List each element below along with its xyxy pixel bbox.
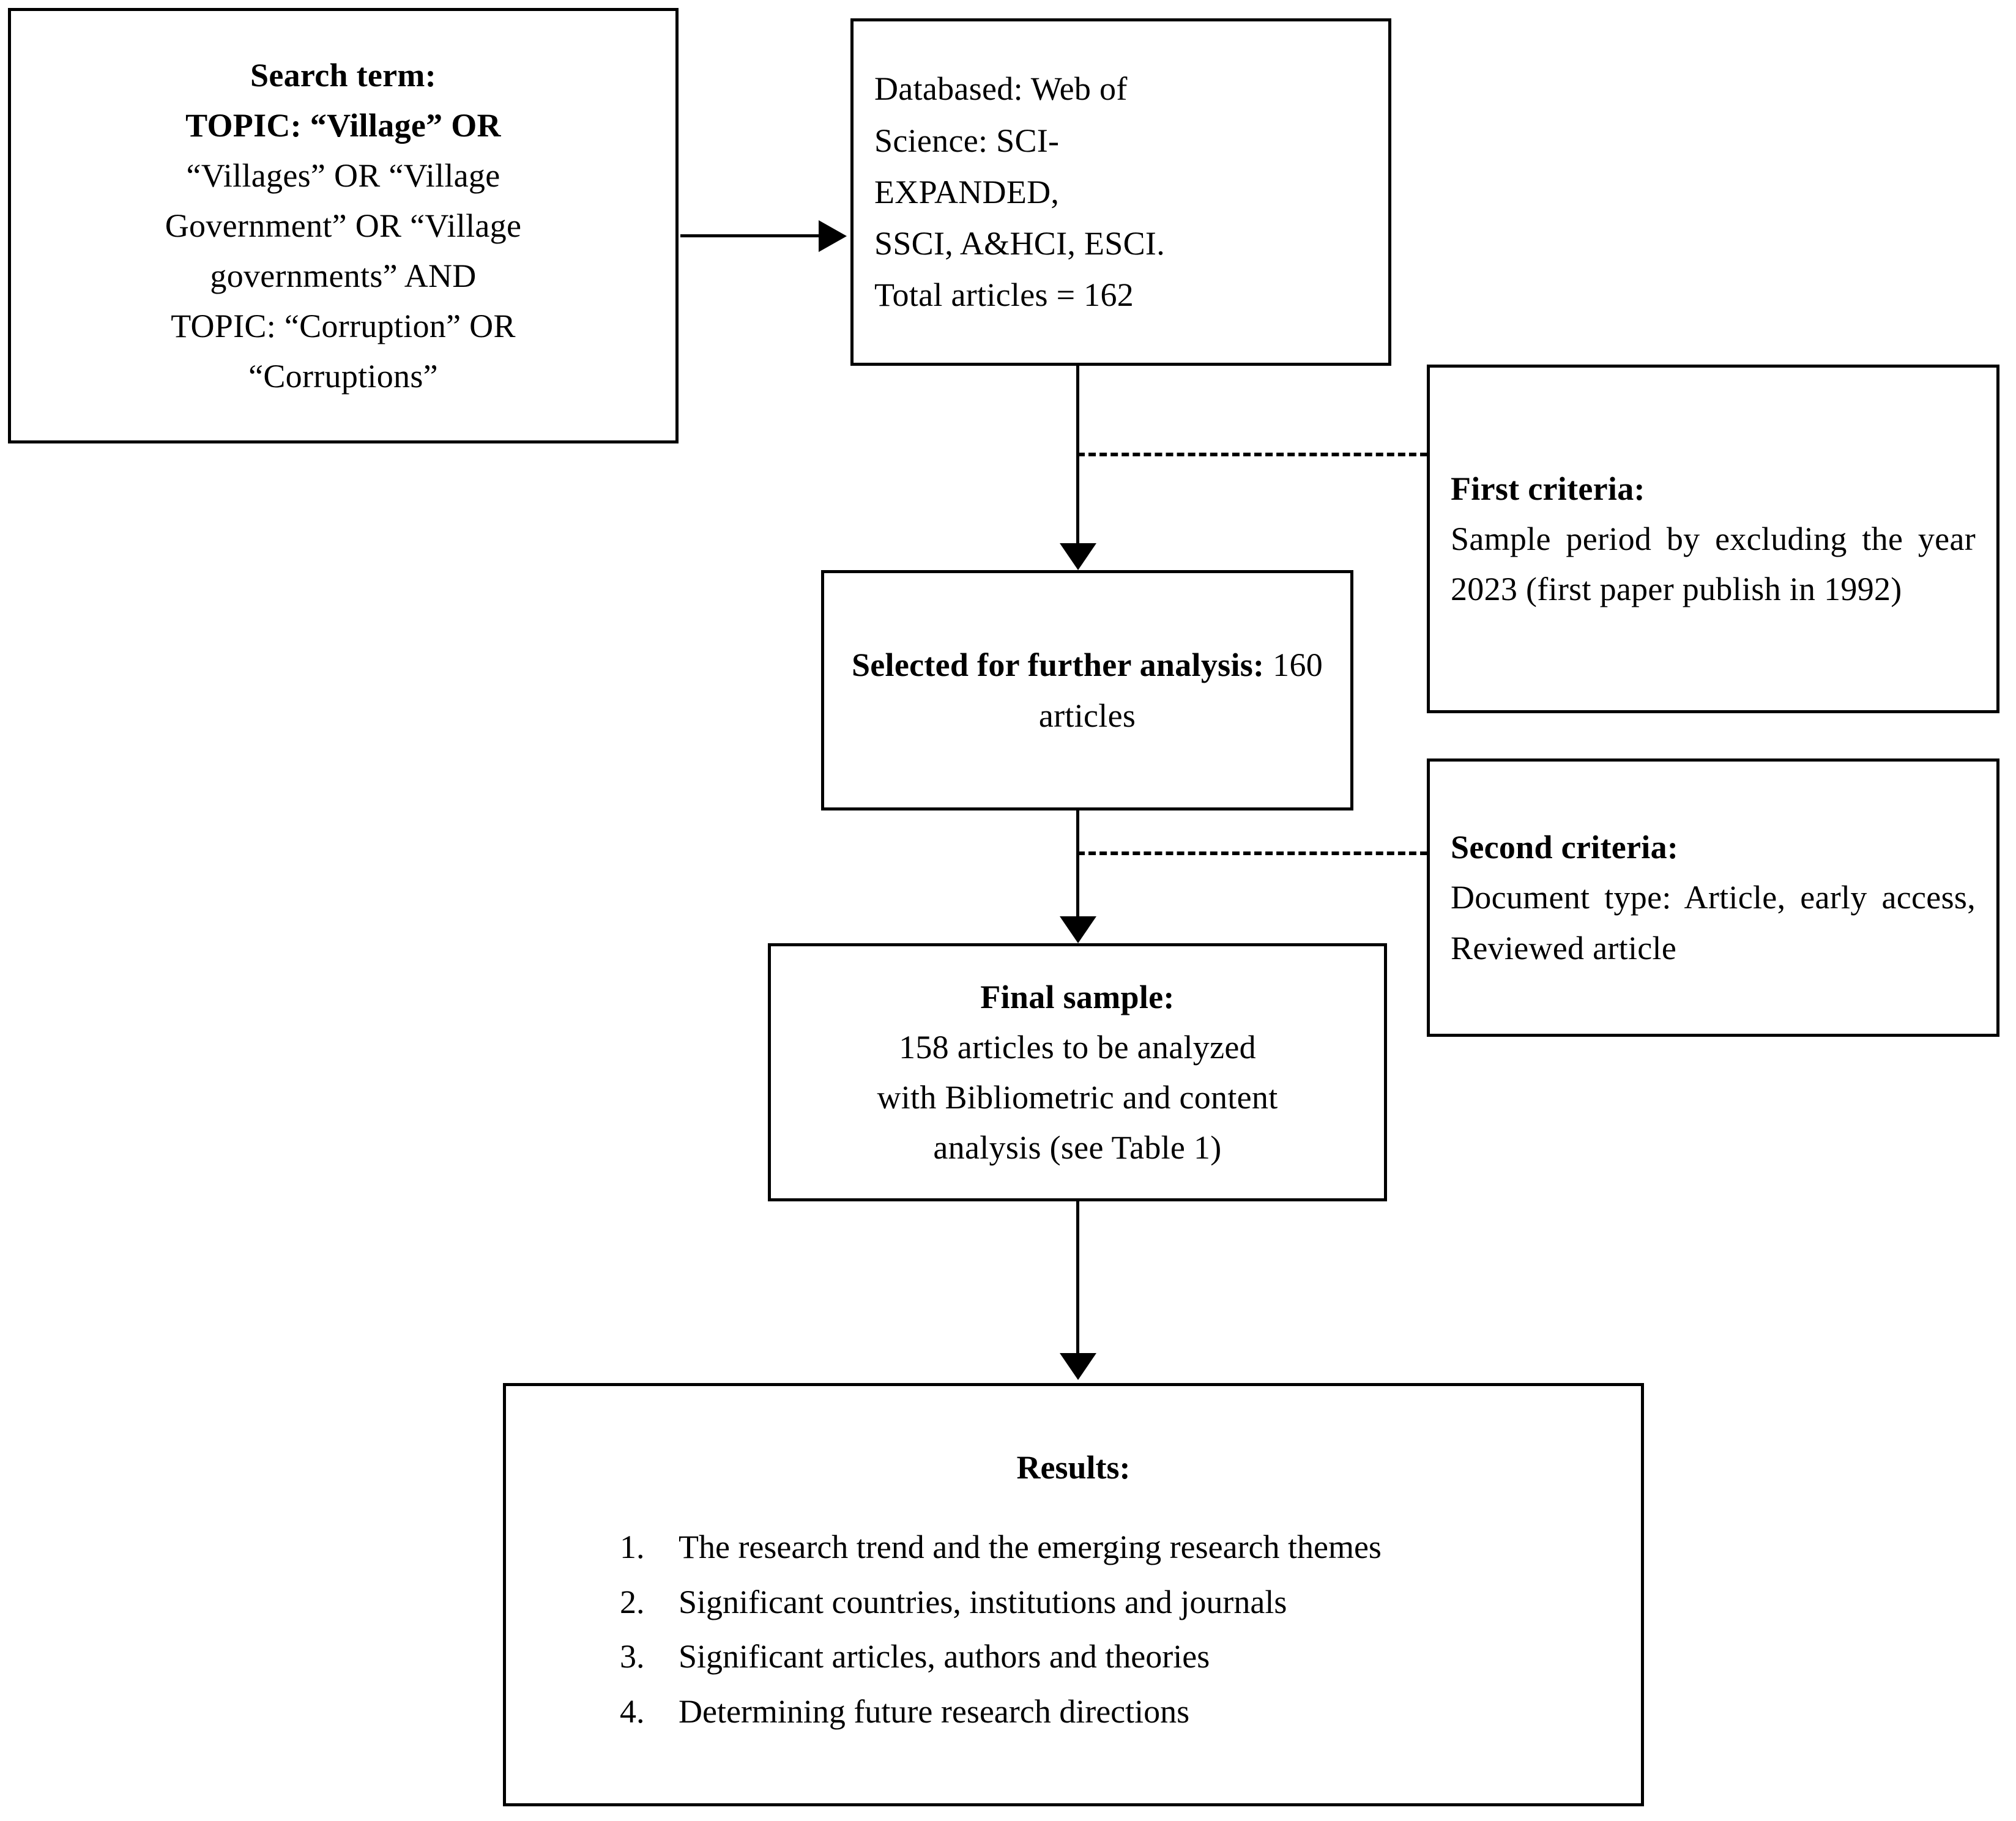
connector-selected-to-final [1076,810,1079,921]
connector-final-to-results [1076,1201,1079,1358]
search-term-line-2: “Villages” OR “Village [186,157,500,194]
database-line-4: SSCI, A&HCI, ESCI. [874,225,1165,262]
final-sample-line-2: with Bibliometric and content [877,1079,1278,1116]
search-term-box: Search term: TOPIC: “Village” OR “Villag… [8,8,679,443]
results-heading: Results: [1016,1449,1131,1486]
selected-for-analysis-text: Selected for further analysis: 160 artic… [840,640,1334,740]
search-term-line-3: Government” OR “Village [165,207,522,244]
arrowhead-search-to-database [819,220,847,252]
results-item-number: 1. [620,1529,645,1566]
search-term-line-1: TOPIC: “Village” OR [185,106,501,144]
list-item: 3. Significant articles, authors and the… [522,1631,1625,1683]
arrowhead-database-to-selected [1060,543,1096,570]
list-item: 4. Determining future research direction… [522,1686,1625,1738]
first-criteria-body: Sample period by excluding the year 2023… [1451,520,1976,608]
results-list: 1. The research trend and the emerging r… [522,1522,1625,1738]
search-term-line-6: “Corruptions” [248,358,438,395]
final-sample-box: Final sample: 158 articles to be analyze… [768,943,1387,1201]
results-item-number: 2. [620,1583,645,1620]
list-item: 1. The research trend and the emerging r… [522,1522,1625,1573]
first-criteria-heading: First criteria: [1451,470,1645,507]
search-term-line-5: TOPIC: “Corruption” OR [171,308,516,345]
results-item-text: The research trend and the emerging rese… [679,1529,1382,1566]
results-item-number: 4. [620,1693,645,1730]
dashed-link-first-criteria [1077,453,1427,456]
database-line-1: Databased: Web of [874,70,1128,108]
first-criteria-box: First criteria: Sample period by excludi… [1427,365,1999,713]
selected-for-analysis-box: Selected for further analysis: 160 artic… [821,570,1353,810]
arrowhead-final-to-results [1060,1353,1096,1380]
database-line-3: EXPANDED, [874,173,1060,210]
selected-for-analysis-value-wrap [1264,647,1273,683]
connector-database-to-selected [1076,366,1079,547]
arrowhead-selected-to-final [1060,916,1096,943]
database-box: Databased: Web of Science: SCI- EXPANDED… [850,18,1391,366]
results-item-text: Significant countries, institutions and … [679,1583,1287,1620]
final-sample-line-1: 158 articles to be analyzed [899,1028,1256,1066]
final-sample-heading: Final sample: [980,978,1175,1015]
database-line-2: Science: SCI- [874,122,1060,159]
results-box: Results: 1. The research trend and the e… [503,1383,1644,1806]
dashed-link-second-criteria [1077,851,1427,855]
results-item-text: Significant articles, authors and theori… [679,1638,1210,1675]
list-item: 2. Significant countries, institutions a… [522,1577,1625,1628]
second-criteria-body: Document type: Article, early access, Re… [1451,879,1976,966]
connector-search-to-database [680,234,822,237]
results-item-number: 3. [620,1638,645,1675]
results-item-text: Determining future research directions [679,1693,1190,1730]
final-sample-line-3: analysis (see Table 1) [933,1129,1222,1166]
selected-for-analysis-heading: Selected for further analysis: [851,647,1265,684]
second-criteria-heading: Second criteria: [1451,829,1679,866]
search-term-heading: Search term: [250,56,436,94]
selected-for-analysis-value: 160 articles [1038,647,1323,734]
search-term-line-4: governments” AND [210,258,477,295]
database-line-5: Total articles = 162 [874,276,1134,314]
second-criteria-box: Second criteria: Document type: Article,… [1427,758,1999,1037]
